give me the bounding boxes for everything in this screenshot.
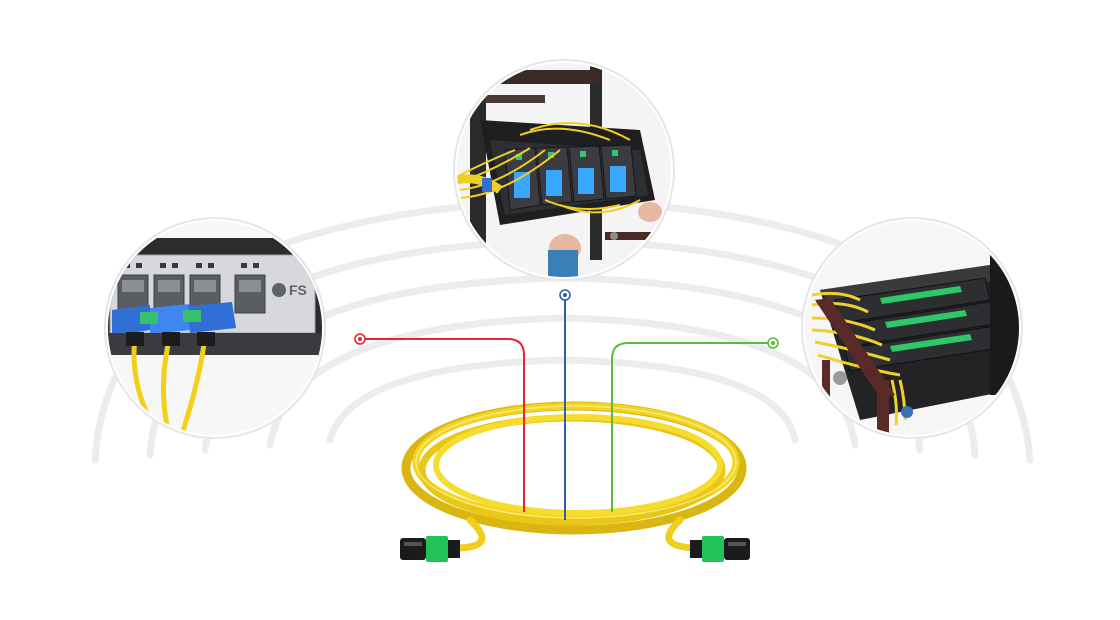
leader-line-center-marker-dot <box>563 293 567 297</box>
leader-lines <box>354 289 779 520</box>
leader-line-right <box>611 342 773 512</box>
patch-panel-icon <box>805 221 1019 435</box>
leader-line-right-marker-dot <box>771 341 775 345</box>
fs-logo-mark <box>272 283 286 297</box>
leader-line-left <box>360 338 525 512</box>
image-rack-enclosure <box>453 59 675 281</box>
mpo-trunk-cable <box>400 401 750 562</box>
transceiver-connectors <box>112 302 236 336</box>
arc-5 <box>326 356 799 444</box>
leader-line-left-marker-dot <box>358 337 362 341</box>
image-patch-panel <box>801 217 1023 439</box>
mpo-connector-right <box>690 536 750 562</box>
fs-logo: FS <box>289 282 307 298</box>
switch-icon: FS <box>108 221 322 435</box>
enclosure-icon <box>457 63 671 277</box>
mpo-connector-left <box>400 536 460 562</box>
image-switch-ports: FS <box>104 217 326 439</box>
hand-right <box>638 202 662 222</box>
